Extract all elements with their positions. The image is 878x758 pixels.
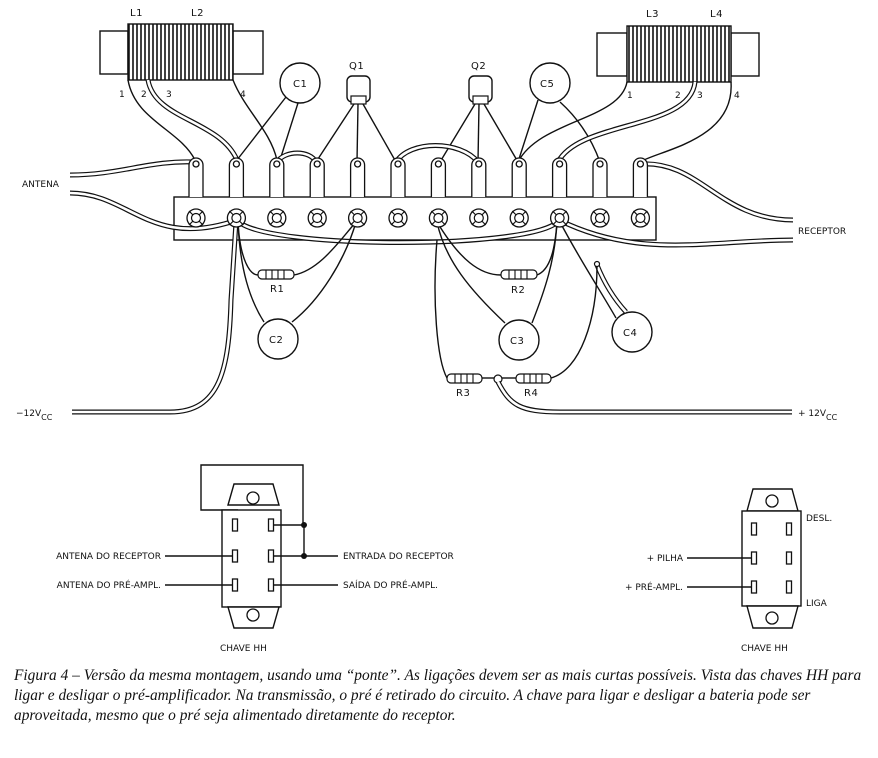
switch-left-pin-1-right [267, 518, 275, 532]
switch-left-label-antena-receptor: ANTENA DO RECEPTOR [56, 552, 161, 562]
assembly-diagram: L1 L2 1 2 3 4 L3 L4 1 2 3 4 C1 [16, 8, 846, 654]
capacitor-c3: C3 [436, 221, 558, 361]
switch-right-pin-3-right [785, 580, 793, 594]
switch-right-pin-2-left [750, 551, 758, 565]
resistor-r3: R3 [434, 239, 494, 399]
transistor-q2: Q2 [439, 61, 519, 163]
terminal-11 [590, 157, 610, 228]
switch-left-label-entrada-receptor: ENTRADA DO RECEPTOR [343, 552, 454, 562]
terminal-2 [226, 157, 247, 228]
antenna-leads: ANTENA [22, 159, 238, 232]
switch-left-label-saida-pre: SAÍDA DO PRÉ-AMPL. [343, 579, 438, 591]
transistor-label-q2: Q2 [471, 61, 486, 72]
switch-left-pin-2-left [231, 549, 239, 563]
pos-supply-label: + 12VCC [798, 409, 838, 422]
terminal-3 [267, 157, 287, 228]
capacitor-label-c3: C3 [510, 336, 524, 347]
resistor-label-r4: R4 [524, 388, 538, 399]
capacitor-label-c1: C1 [293, 79, 307, 90]
switch-hh-left: ANTENA DO RECEPTOR ANTENA DO PRÉ-AMPL. E… [56, 464, 454, 654]
switch-left-pin-2-right [267, 549, 275, 563]
terminal-12 [630, 157, 651, 228]
coil-label-l2: L2 [191, 8, 204, 19]
switch-left-pin-3-left [231, 578, 239, 592]
coil-pin-3: 3 [166, 90, 172, 100]
coil-l3-l4: L3 L4 1 2 3 4 [596, 9, 760, 101]
neg-supply-label: −12VCC [16, 409, 53, 422]
switch-hh-right: + PILHA + PRÉ-AMPL. DESL. LIGA CHAVE HH [625, 488, 832, 654]
resistor-label-r1: R1 [270, 284, 284, 295]
caption-figure-ref: Figura 4 [14, 667, 69, 684]
switch-left-title: CHAVE HH [220, 644, 267, 654]
switch-right-title: CHAVE HH [741, 644, 788, 654]
transistor-q1: Q1 [315, 61, 397, 163]
switch-right-label-desl: DESL. [806, 514, 832, 524]
switch-right-pin-3-left [750, 580, 758, 594]
terminal-1 [186, 157, 206, 228]
capacitor-label-c2: C2 [269, 335, 283, 346]
switch-right-pin-2-right [785, 551, 793, 565]
coil-pin-1: 1 [119, 90, 125, 100]
coil-label-l3: L3 [646, 9, 659, 20]
capacitor-c4: C4 [559, 221, 653, 353]
coil-pin-2: 2 [141, 90, 147, 100]
antena-label: ANTENA [22, 180, 60, 190]
terminals [186, 157, 651, 228]
coil-pin-3-right: 3 [697, 91, 703, 101]
terminal-5 [347, 157, 368, 228]
coil-label-l1: L1 [130, 8, 143, 19]
coil-pin-1-right: 1 [627, 91, 633, 101]
neg-supply-lead: −12VCC [16, 221, 239, 422]
transistor-label-q1: Q1 [349, 61, 364, 72]
resistor-label-r2: R2 [511, 285, 525, 296]
terminal-6 [388, 157, 408, 228]
switch-left-pin-1-left [231, 518, 239, 532]
receptor-leads: RECEPTOR [557, 161, 846, 248]
capacitor-label-c5: C5 [540, 79, 554, 90]
switch-right-label-pre: + PRÉ-AMPL. [625, 581, 683, 593]
switch-left-pin-3-right [267, 578, 275, 592]
switch-right-label-pilha: + PILHA [647, 554, 684, 564]
coil-pin-4: 4 [240, 90, 246, 100]
receptor-label: RECEPTOR [798, 227, 846, 237]
switch-right-pin-1-right [785, 522, 793, 536]
coil-l1-l2: L1 L2 1 2 3 4 [99, 8, 264, 100]
terminal-4 [307, 157, 327, 228]
resistor-label-r3: R3 [456, 388, 470, 399]
resistor-r4: R4 [493, 265, 598, 399]
capacitor-label-c4: C4 [623, 328, 637, 339]
switch-right-label-liga: LIGA [806, 599, 828, 609]
pos-supply-lead: + 12VCC [495, 380, 838, 422]
terminal-8 [469, 157, 489, 228]
coil-pin-4-right: 4 [734, 91, 740, 101]
switch-left-label-antena-pre: ANTENA DO PRÉ-AMPL. [57, 579, 161, 591]
coil-pin-2-right: 2 [675, 91, 681, 101]
terminal-9 [509, 157, 529, 228]
switch-right-pin-1-left [750, 522, 758, 536]
caption-text: – Versão da mesma montagem, usando uma “… [14, 667, 862, 724]
coil-wires-right [517, 81, 732, 164]
coil-label-l4: L4 [710, 9, 723, 20]
terminal-strip [173, 196, 657, 241]
terminal-7 [428, 157, 449, 228]
resistor-r1: R1 [237, 221, 357, 295]
capacitor-c5: C5 [517, 62, 601, 163]
coil-wires-left [127, 79, 278, 162]
terminal-10 [549, 157, 570, 228]
figure-caption: Figura 4 – Versão da mesma montagem, usa… [14, 666, 874, 726]
capacitor-c1: C1 [236, 62, 321, 161]
capacitor-c2: C2 [237, 221, 357, 360]
